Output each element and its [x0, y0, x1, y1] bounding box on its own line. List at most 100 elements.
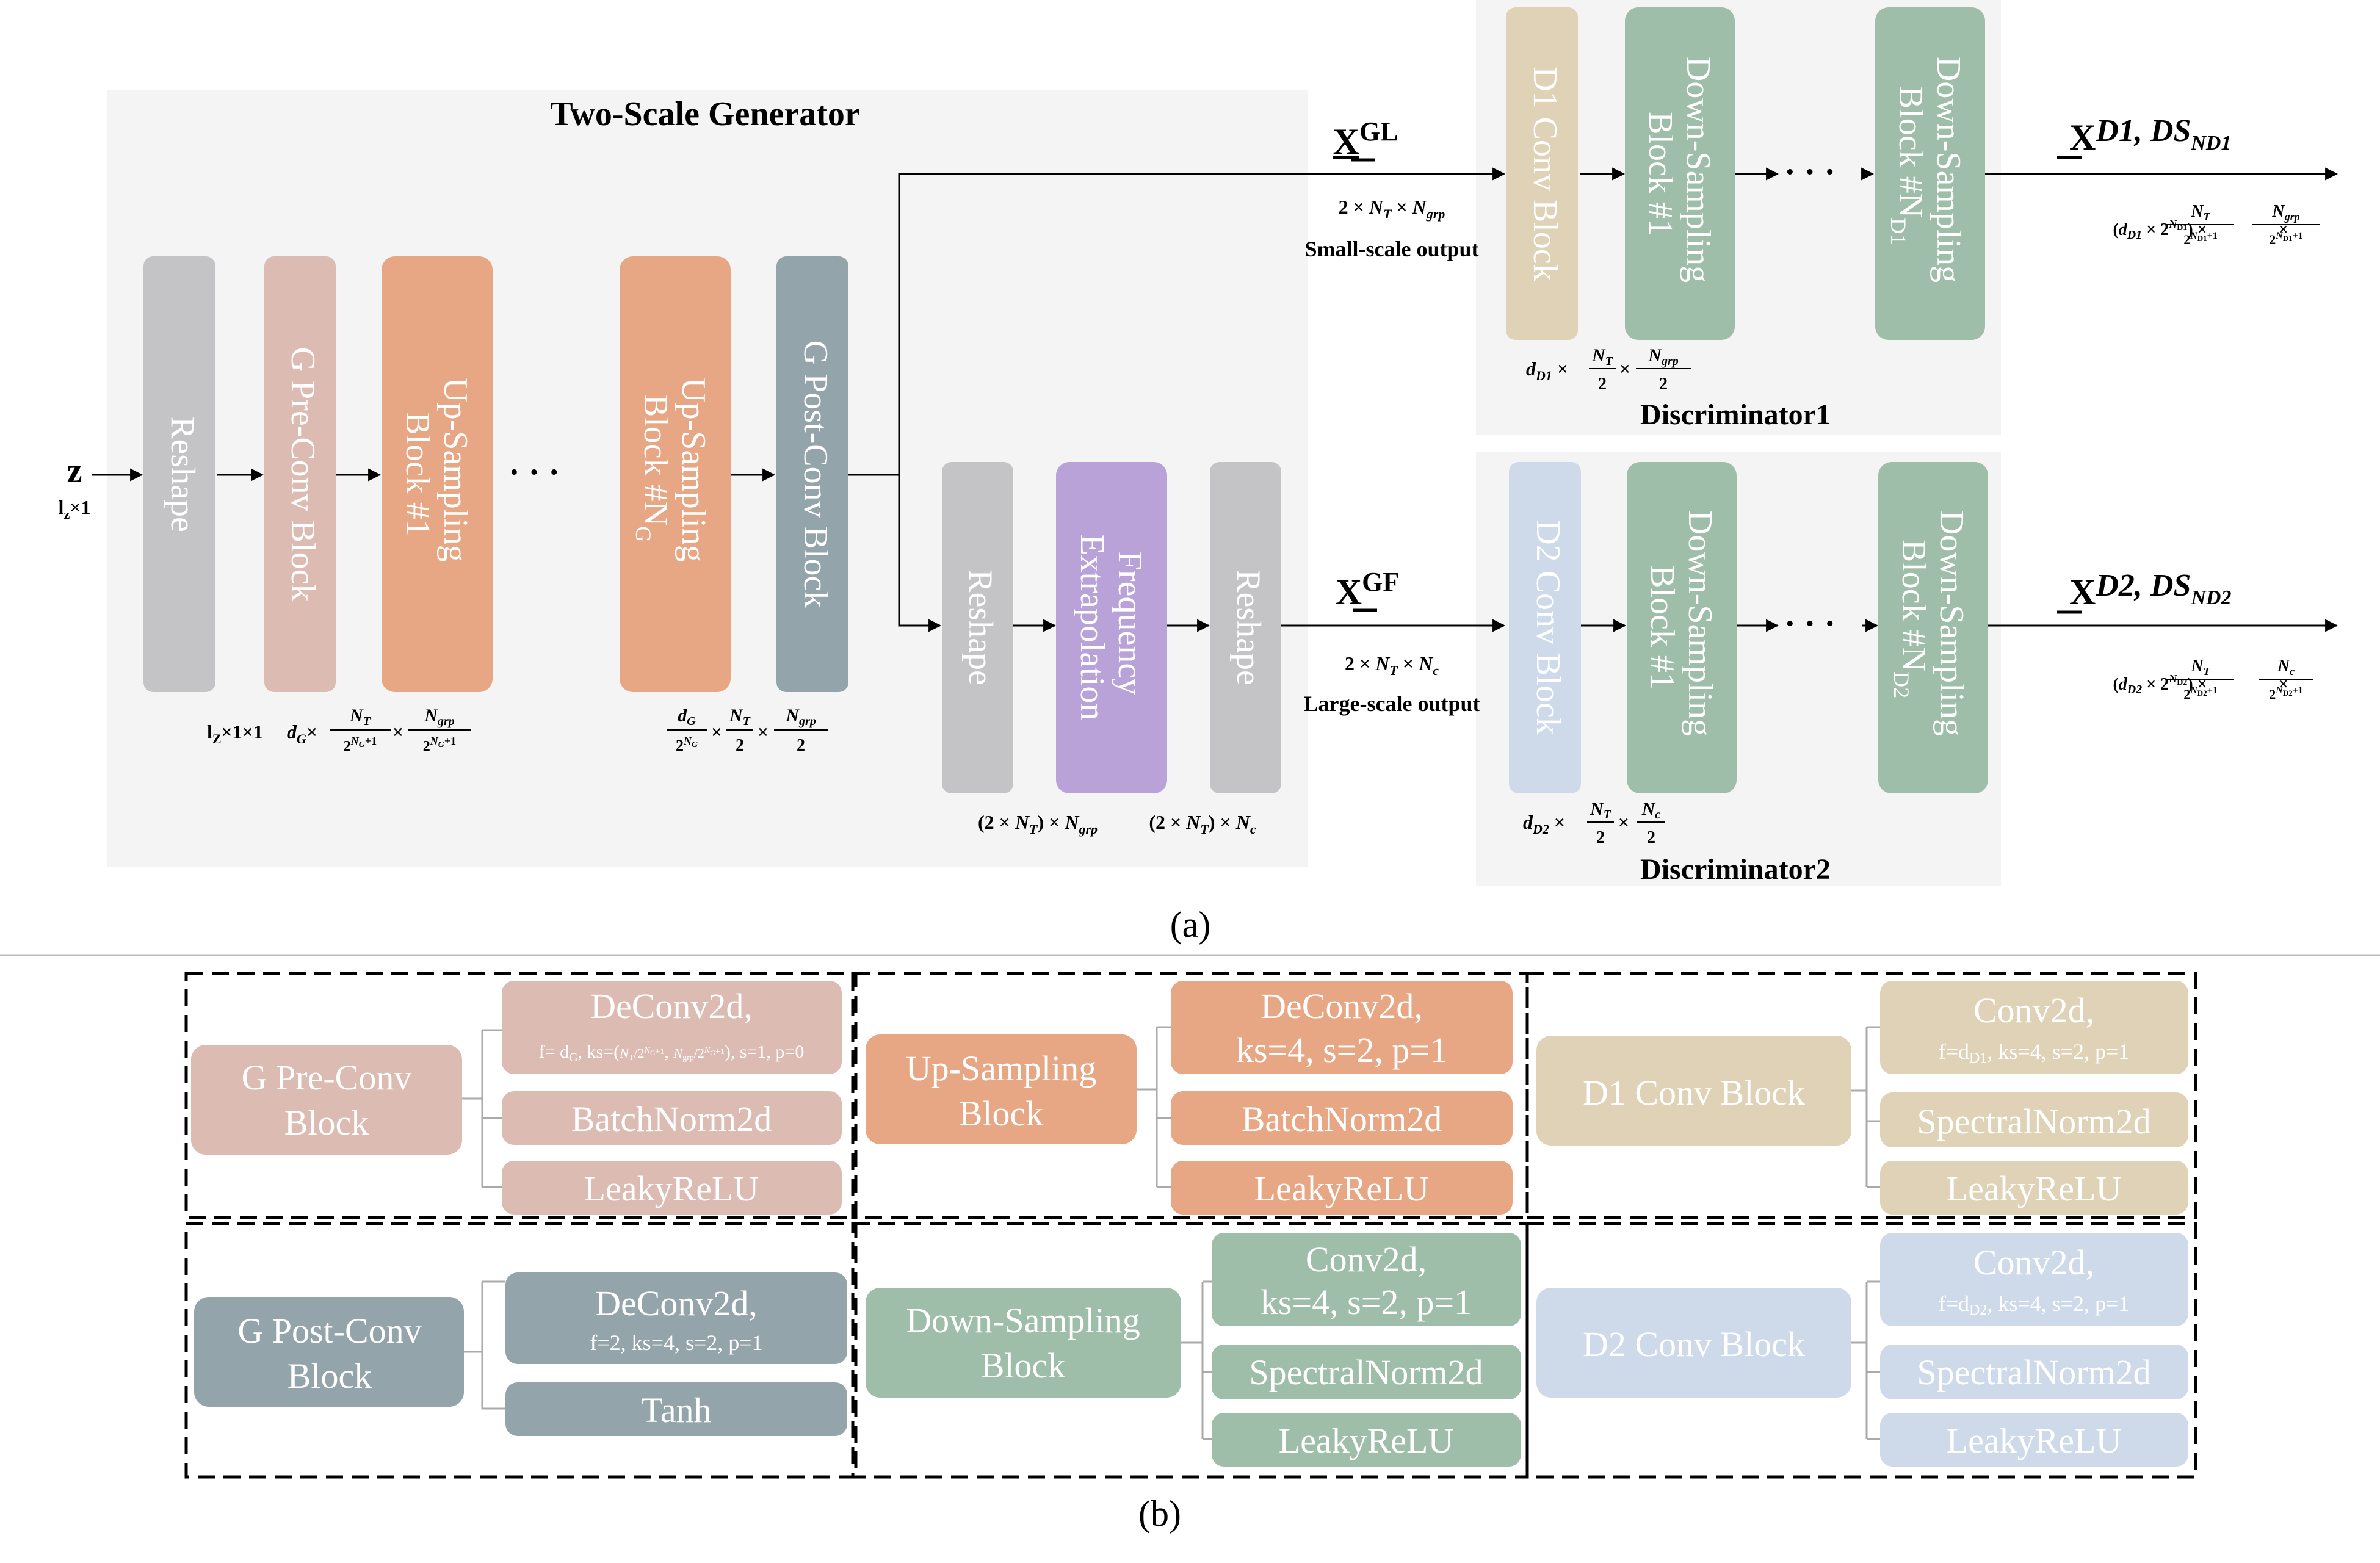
d2-conv2d-box: [1880, 1233, 2188, 1326]
up-sampling-block-n-label: Up-Sampling Block #NG: [631, 378, 712, 571]
upN-sub: G: [631, 526, 656, 542]
d1-down1-line1: Down-Sampling: [1679, 57, 1717, 283]
d2-conv2d-params: f=dD2, ks=4, s=2, p=1: [1939, 1291, 2130, 1318]
dashed-box-down: [851, 1222, 1529, 1479]
reshape-3-label: Reshape: [1229, 569, 1267, 685]
reshape-label: Reshape: [164, 416, 201, 532]
d2-down1-line1: Down-Sampling: [1681, 510, 1719, 736]
down-conv2d-box: [1212, 1233, 1521, 1326]
g-pre-deconv-label: DeConv2d,: [590, 986, 753, 1026]
d2-downN-line2: Block #N: [1895, 540, 1933, 671]
generator-ellipsis: · · ·: [508, 453, 560, 491]
g-post-name-box: [194, 1297, 464, 1407]
d2-ellipsis: · · ·: [1784, 605, 1836, 643]
g-post-deconv-params: f=2, ks=4, s=2, p=1: [590, 1330, 762, 1355]
up-deconv-box: [1171, 981, 1513, 1074]
d2-downN-sub: D2: [1889, 671, 1914, 698]
xgf-label: XGF: [1336, 567, 1399, 612]
discriminator1-title: Discriminator1: [1640, 399, 1831, 431]
d1-name-box: [1536, 1036, 1851, 1146]
caption-b: (b): [1138, 1493, 1181, 1534]
d1-downN-label: Down-Sampling Block #ND1: [1886, 57, 1967, 291]
d1-conv-label: D1 Conv Block: [1526, 67, 1564, 281]
down-conv2d-label: Conv2d,: [1306, 1240, 1427, 1279]
g-pre-deconv-box: [502, 981, 842, 1074]
d1-conv-block: [1506, 7, 1578, 340]
down-leakyrelu-box: [1212, 1413, 1521, 1467]
d2-down-sampling-block-1: [1627, 462, 1737, 793]
up1-line2: Block #1: [399, 412, 436, 536]
d1-downN-sub: D1: [1886, 218, 1911, 245]
dim-upN-frac2-den: 2: [736, 736, 744, 755]
dashed-box-g-pre: [184, 972, 858, 1219]
xd2-frac1-num: NT: [2190, 657, 2210, 677]
d2-conv-label: D2 Conv Block: [1529, 520, 1567, 735]
up-name-box: [866, 1034, 1137, 1144]
frequency-extrapolation-block: [1056, 462, 1167, 793]
g-pre-leakyrelu-label: LeakyReLU: [584, 1169, 759, 1208]
g-pre-conv-block: [264, 256, 336, 692]
g-post-deconv-label: DeConv2d,: [595, 1283, 758, 1323]
g-pre-leakyrelu-box: [502, 1161, 842, 1215]
d2-dim-frac1-den: 2: [1596, 828, 1605, 847]
z-dim: lz×1: [59, 496, 91, 522]
down-name-box: [866, 1288, 1181, 1398]
down-spectralnorm-label: SpectralNorm2d: [1249, 1352, 1483, 1392]
up-sampling-block-n: [620, 256, 731, 692]
reshape-2-label: Reshape: [961, 569, 999, 685]
d2-conv-block: [1509, 462, 1581, 793]
frequency-extrapolation-label: Frequency Extrapolation: [1073, 535, 1149, 721]
d1-down-sampling-block-1: [1625, 7, 1735, 340]
d2-leakyrelu-box: [1880, 1413, 2188, 1467]
reshape-block-2: [942, 462, 1013, 793]
d1-spectralnorm-label: SpectralNorm2d: [1917, 1102, 2150, 1141]
up-deconv-params: ks=4, s=2, p=1: [1236, 1030, 1447, 1070]
g-pre-deconv-params: f= dG, ks=(NT/2NG+1, Ngrp/2NG+1), s=1, p…: [539, 1042, 805, 1064]
d2-down1-line2: Block #1: [1643, 565, 1681, 690]
xgl-dims: 2 × NT × Ngrp: [1339, 196, 1445, 222]
g-post-conv-label: G Post-Conv Block: [797, 341, 834, 608]
dim-upN-frac3-den: 2: [797, 736, 805, 755]
xgf-caption: Large-scale output: [1304, 691, 1480, 716]
d2-downN-line1: Down-Sampling: [1933, 510, 1970, 736]
g-post-tanh-box: [505, 1382, 847, 1436]
d2-down-sampling-block-n: [1878, 462, 1988, 793]
up-sampling-block-1: [382, 256, 493, 692]
up-sampling-block-1-label: Up-Sampling Block #1: [399, 378, 474, 571]
d1-dim-frac1-den: 2: [1598, 375, 1607, 394]
d1-spectralnorm-box: [1880, 1092, 2188, 1147]
reshape-block-3: [1210, 462, 1281, 793]
d2-down1-label: Down-Sampling Block #1: [1643, 510, 1719, 745]
reshape-block: [143, 256, 215, 692]
dashed-box-g-post: [184, 1222, 858, 1479]
down-spectralnorm-box: [1212, 1345, 1521, 1399]
d1-conv2d-label: Conv2d,: [1973, 991, 2094, 1030]
up-leakyrelu-label: LeakyReLU: [1254, 1169, 1430, 1208]
g-pre-name-box: [191, 1045, 462, 1155]
generator-title: Two-Scale Generator: [550, 95, 859, 133]
d1-conv2d-box: [1880, 981, 2188, 1074]
d1-down1-line2: Block #1: [1641, 112, 1679, 236]
xd1-frac2-num: Ngrp: [2271, 202, 2299, 223]
xgf-dims: 2 × NT × Nc: [1345, 652, 1439, 678]
d1-down1-label: Down-Sampling Block #1: [1641, 57, 1717, 291]
dashed-box-d2: [1525, 1222, 2197, 1479]
discriminator2-title: Discriminator2: [1640, 853, 1831, 886]
xd1-frac2-den: 2ND1+1: [2269, 231, 2303, 247]
d2-dim-frac2-den: 2: [1647, 828, 1655, 847]
freq-line2: Extrapolation: [1073, 535, 1111, 721]
up-leakyrelu-box: [1171, 1161, 1513, 1215]
xd1-label: XD1, DSND1: [2069, 114, 2231, 157]
g-post-conv-block: [776, 256, 848, 692]
g-pre-batchnorm-label: BatchNorm2d: [571, 1099, 772, 1139]
d2-downN-label: Down-Sampling Block #ND2: [1889, 510, 1970, 745]
caption-a: (a): [1170, 904, 1211, 945]
d2-spectralnorm-label: SpectralNorm2d: [1917, 1352, 2150, 1392]
d2-leakyrelu-label: LeakyReLU: [1947, 1421, 2122, 1460]
upN-line1: Up-Sampling: [675, 378, 712, 562]
